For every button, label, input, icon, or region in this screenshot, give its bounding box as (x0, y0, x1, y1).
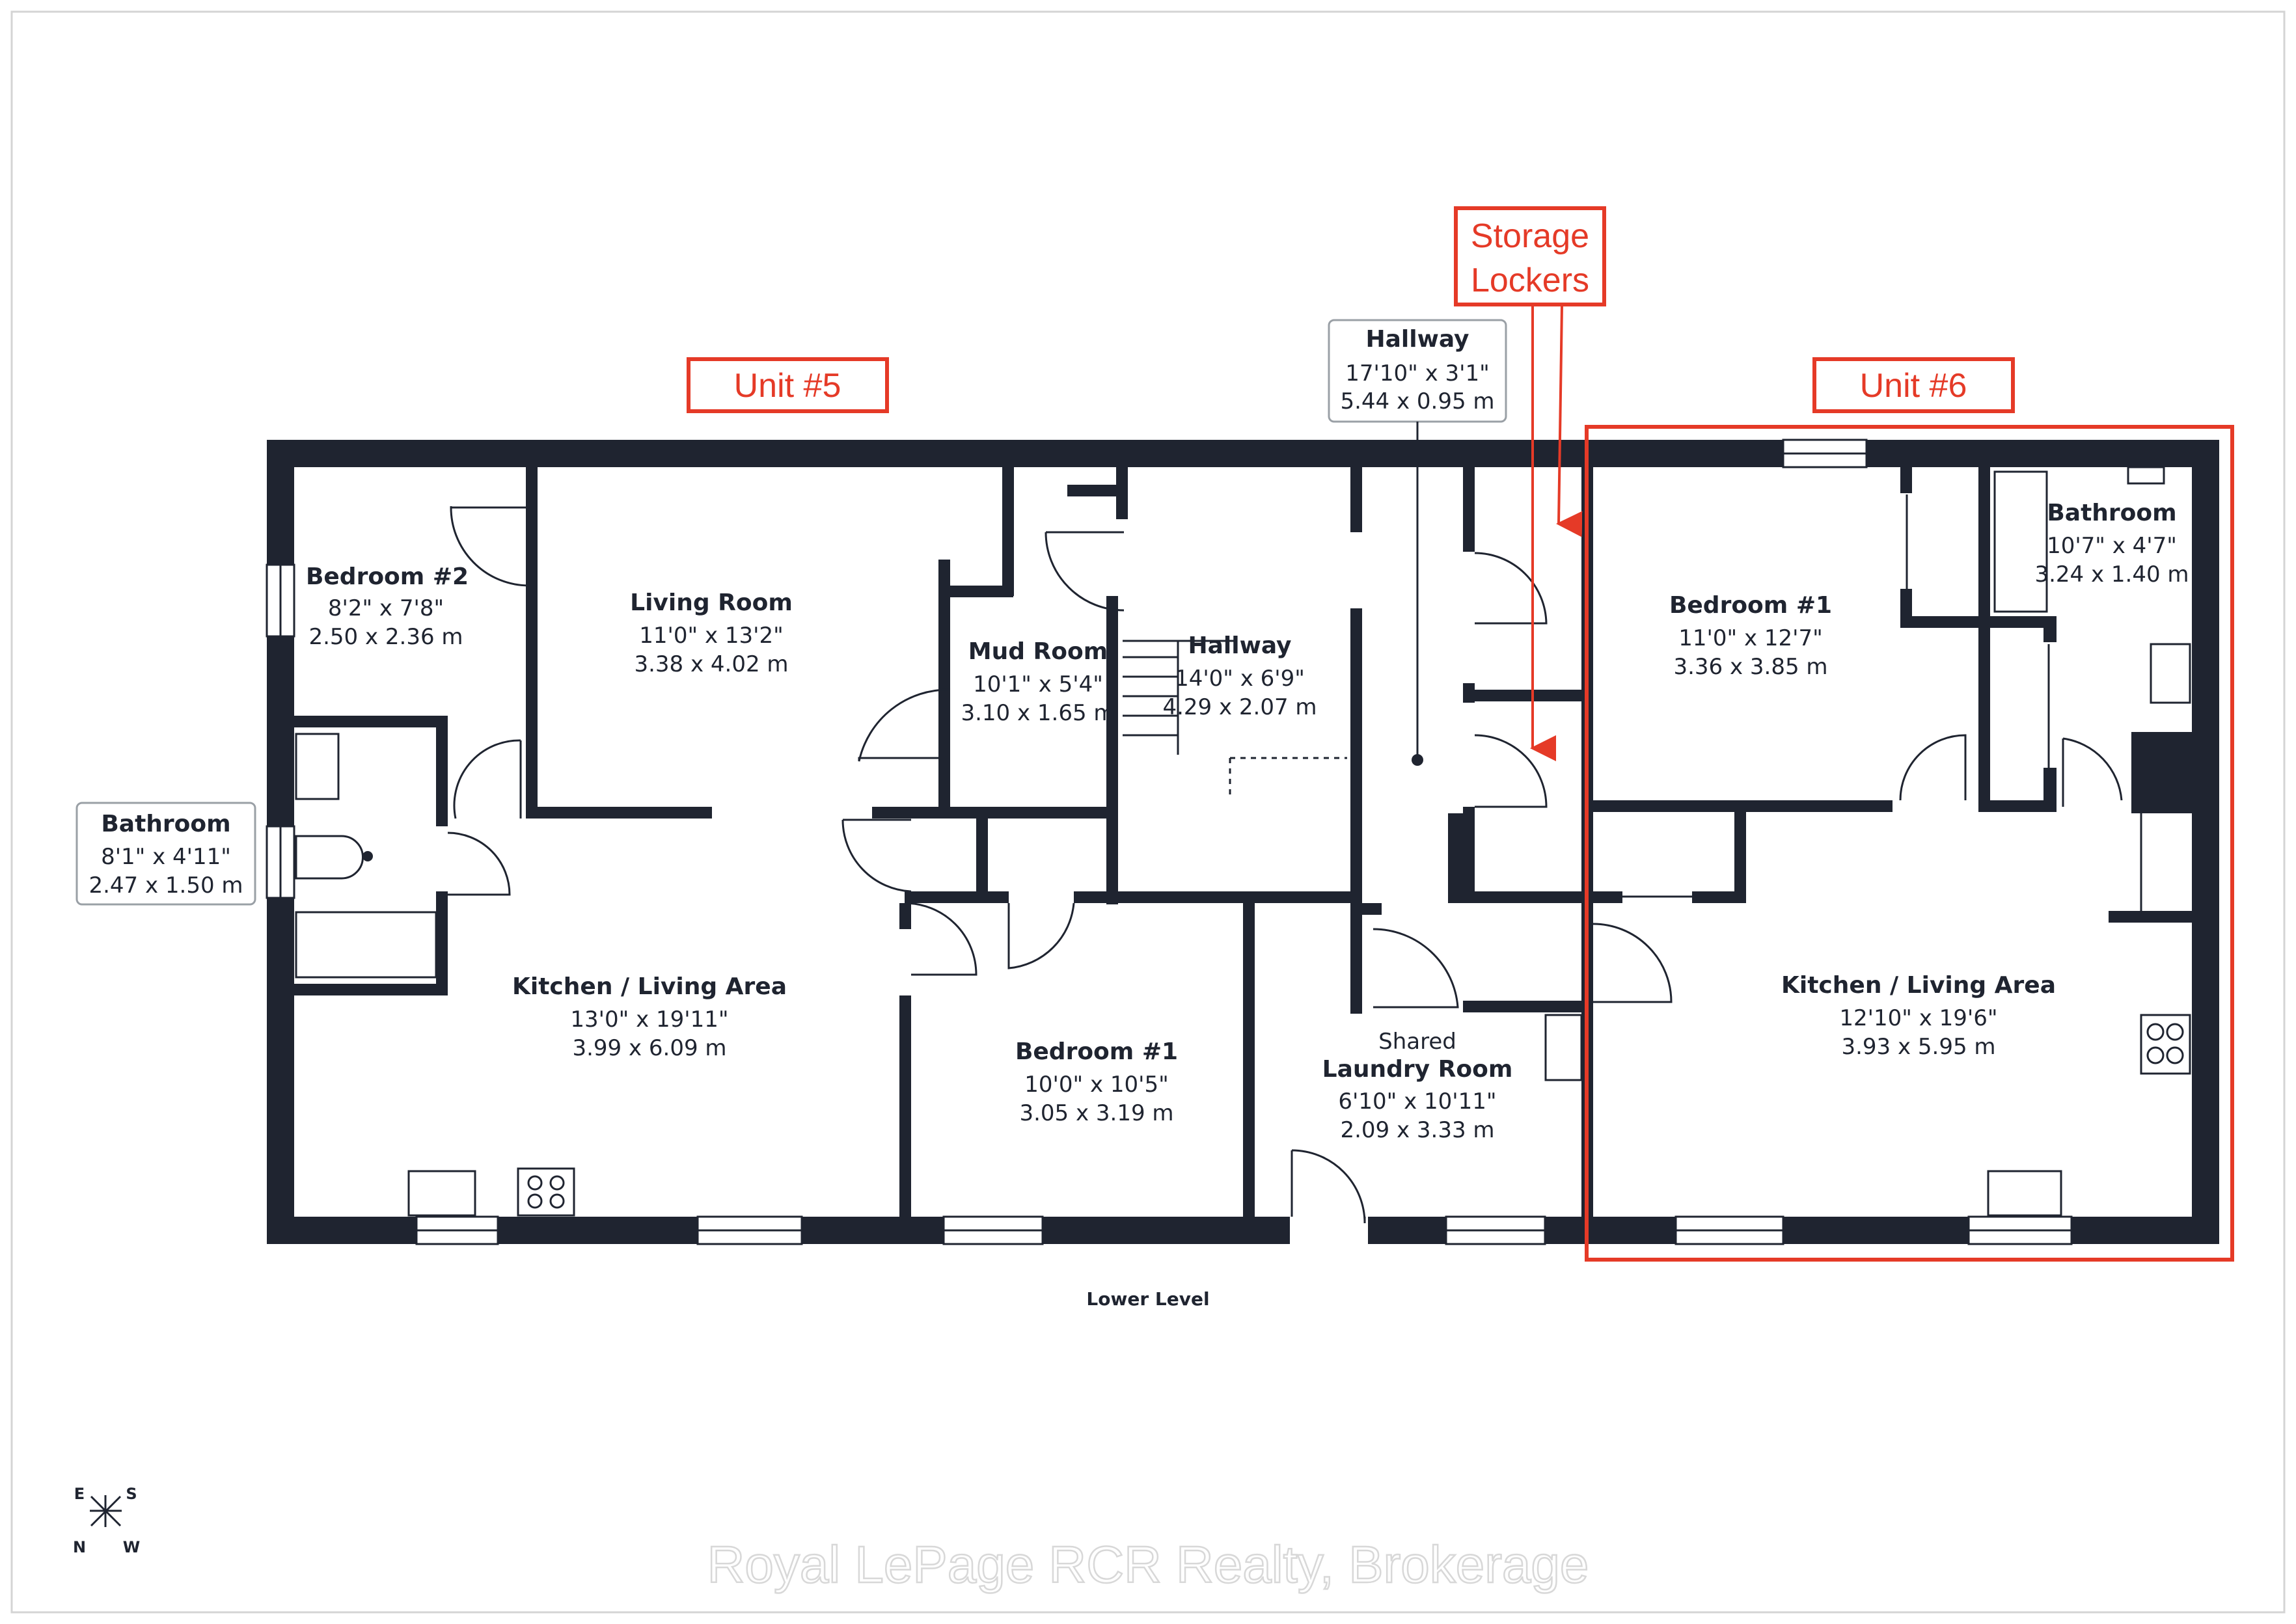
level-label: Lower Level (1086, 1288, 1209, 1310)
room-u5-bedroom1: Bedroom #1 10'0" x 10'5" 3.05 x 3.19 m (1015, 1038, 1178, 1126)
watermark: Royal LePage RCR Realty, Brokerage (707, 1536, 1589, 1593)
room-u5-living: Living Room 11'0" x 13'2" 3.38 x 4.02 m (630, 589, 793, 677)
u5-bathroom-imperial: 8'1" x 4'11" (101, 844, 231, 870)
room-metric: 3.05 x 3.19 m (1019, 1100, 1173, 1126)
room-u6-bedroom1: Bedroom #1 11'0" x 12'7" 3.36 x 3.85 m (1669, 592, 1832, 680)
room-imperial: 13'0" x 19'11" (570, 1007, 728, 1033)
room-metric: 2.50 x 2.36 m (308, 624, 463, 650)
room-imperial: 11'0" x 13'2" (639, 623, 784, 649)
storage-label-line2: Lockers (1471, 262, 1589, 299)
room-name: Kitchen / Living Area (512, 973, 787, 1000)
room-imperial: 8'2" x 7'8" (328, 595, 444, 621)
fixtures (295, 470, 2191, 1217)
room-name: Hallway (1188, 632, 1291, 659)
unit5-label: Unit #5 (734, 367, 841, 405)
page-border (10, 10, 2286, 1614)
room-metric: 2.09 x 3.33 m (1340, 1117, 1494, 1143)
room-metric: 3.38 x 4.02 m (634, 651, 788, 677)
unit5-callout: Unit #5 (687, 357, 889, 413)
room-laundry: Shared Laundry Room 6'10" x 10'11" 2.09 … (1322, 1029, 1513, 1143)
room-imperial: 12'10" x 19'6" (1839, 1005, 1997, 1031)
room-name: Bedroom #1 (1669, 592, 1832, 619)
stairs-icon (1123, 640, 1347, 797)
room-imperial: 10'0" x 10'5" (1024, 1072, 1169, 1098)
room-name: Bathroom (2047, 500, 2176, 526)
room-mud-room: Mud Room 10'1" x 5'4" 3.10 x 1.65 m (961, 638, 1115, 726)
hallway-callout: Hallway 17'10" x 3'1" 5.44 x 0.95 m (1328, 319, 1507, 766)
hallway-top-name: Hallway (1365, 326, 1469, 353)
room-imperial: 14'0" x 6'9" (1175, 666, 1305, 692)
room-metric: 3.10 x 1.65 m (961, 700, 1115, 726)
room-name: Kitchen / Living Area (1781, 972, 2056, 999)
room-imperial: 6'10" x 10'11" (1338, 1089, 1496, 1115)
storage-arrow-1 (1556, 305, 1583, 537)
room-u6-kitchen: Kitchen / Living Area 12'10" x 19'6" 3.9… (1781, 972, 2056, 1060)
storage-label-line1: Storage (1471, 217, 1589, 255)
unit6-label: Unit #6 (1860, 367, 1967, 405)
compass-w: W (123, 1538, 140, 1556)
u5-bathroom-name: Bathroom (101, 811, 230, 837)
room-name-line2: Laundry Room (1322, 1056, 1513, 1083)
room-u5-bedroom2: Bedroom #2 8'2" x 7'8" 2.50 x 2.36 m (306, 563, 469, 650)
room-name: Living Room (630, 589, 793, 616)
room-name: Bedroom #1 (1015, 1038, 1178, 1065)
compass-e: E (74, 1485, 85, 1503)
room-u5-kitchen: Kitchen / Living Area 13'0" x 19'11" 3.9… (512, 973, 787, 1061)
compass-s: S (126, 1485, 137, 1503)
room-metric: 3.93 x 5.95 m (1841, 1034, 1995, 1060)
windows (266, 439, 2165, 1245)
hallway-top-imperial: 17'10" x 3'1" (1345, 360, 1490, 386)
room-name: Mud Room (968, 638, 1108, 665)
room-metric: 3.99 x 6.09 m (572, 1035, 726, 1061)
room-metric: 4.29 x 2.07 m (1162, 694, 1317, 720)
u5-bathroom-callout: Bathroom 8'1" x 4'11" 2.47 x 1.50 m (75, 802, 256, 906)
room-metric: 3.24 x 1.40 m (2034, 562, 2189, 588)
interior-walls (294, 467, 2192, 1217)
doors (447, 506, 2123, 1224)
unit6-callout: Unit #6 (1812, 357, 2015, 413)
room-u6-bathroom: Bathroom 10'7" x 4'7" 3.24 x 1.40 m (2034, 500, 2189, 588)
hallway-top-metric: 5.44 x 0.95 m (1340, 388, 1494, 414)
room-imperial: 10'7" x 4'7" (2047, 533, 2177, 559)
room-metric: 3.36 x 3.85 m (1673, 654, 1827, 680)
compass-icon: E S N W (73, 1485, 140, 1556)
storage-lockers-callout: Storage Lockers (1454, 206, 1606, 761)
compass-n: N (73, 1538, 86, 1556)
room-name: Bedroom #2 (306, 563, 469, 590)
room-hallway-mid: Hallway 14'0" x 6'9" 4.29 x 2.07 m (1162, 632, 1317, 720)
unit6-highlight (1585, 425, 2234, 1262)
room-imperial: 11'0" x 12'7" (1678, 625, 1823, 651)
room-name-line1: Shared (1378, 1029, 1456, 1055)
u5-bathroom-metric: 2.47 x 1.50 m (89, 873, 243, 899)
room-imperial: 10'1" x 5'4" (973, 671, 1103, 697)
